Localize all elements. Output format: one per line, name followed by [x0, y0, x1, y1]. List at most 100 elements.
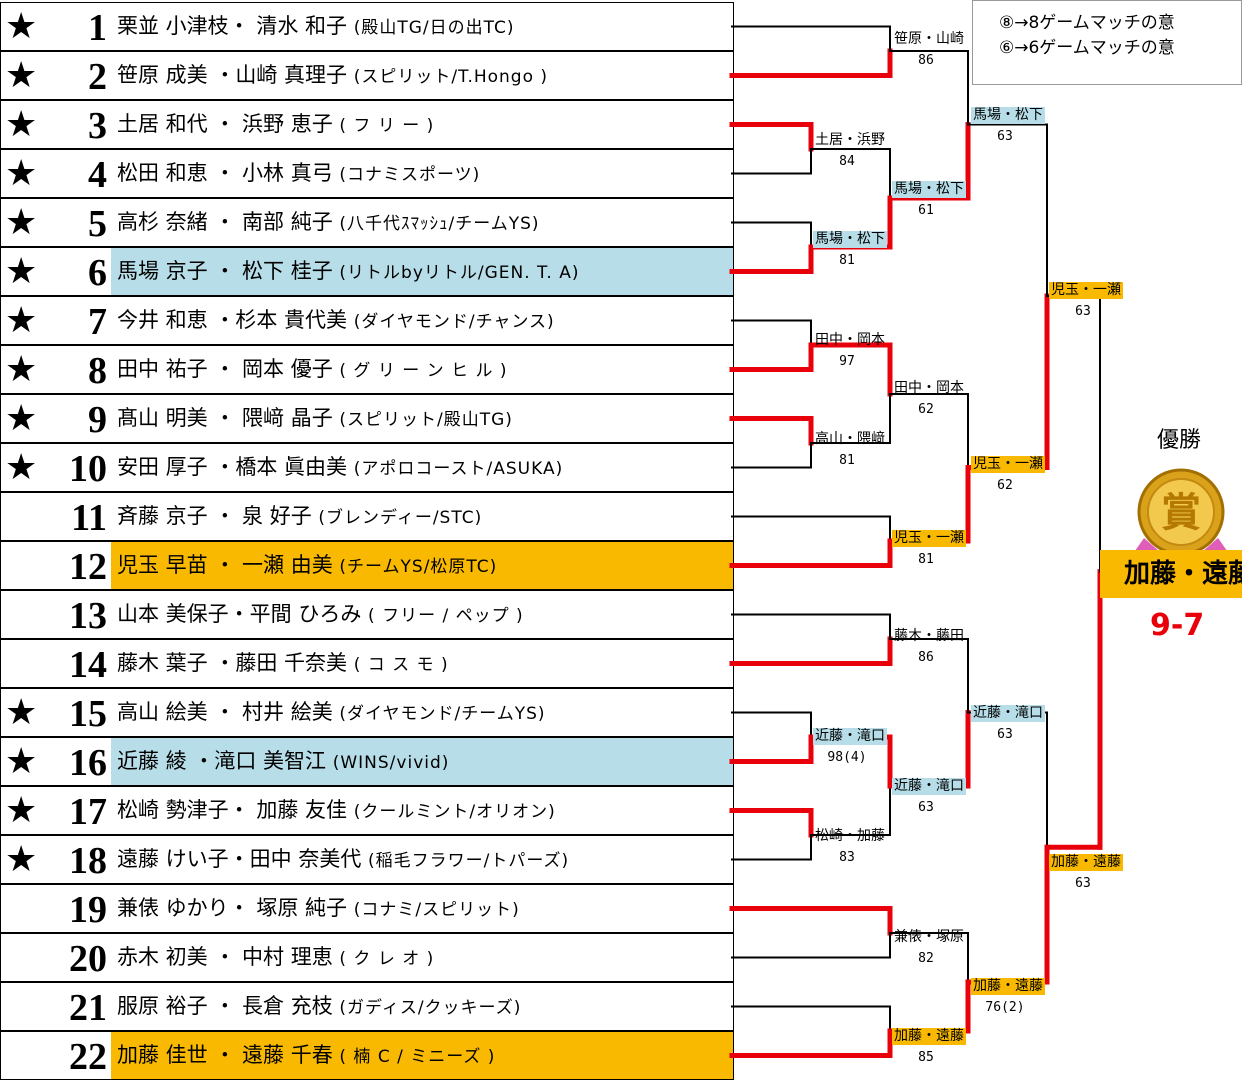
club-names: ( フ リ ー ) — [339, 116, 435, 136]
player-names: 馬場 京子 ・ 松下 桂子 — [117, 259, 333, 283]
entry-pair: 土居 和代 ・ 浜野 恵子 ( フ リ ー ) — [111, 101, 733, 148]
entry-number: 7 — [88, 301, 107, 343]
entry-pair: 高山 絵美 ・ 村井 絵美 (ダイヤモンド/チームYS) — [111, 689, 733, 736]
match-winner-label: 児玉・一瀬 — [971, 456, 1045, 473]
player-names: 松田 和恵 ・ 小林 真弓 — [117, 161, 333, 185]
entry-pair: 兼俵 ゆかり・ 塚原 純子 (コナミ/スピリット) — [111, 885, 733, 932]
seed-star-icon: ★ — [5, 202, 38, 243]
match-winner-label: 児玉・一瀬 — [892, 530, 966, 547]
match-score: 63 — [997, 129, 1013, 144]
champion-title: 優勝 — [1157, 428, 1202, 453]
match-winner-label: 藤木・藤田 — [894, 628, 964, 644]
match-score: 63 — [918, 800, 934, 815]
match-score: 61 — [918, 203, 934, 218]
seed-star-icon: ★ — [5, 349, 38, 390]
player-names: 松崎 勢津子・ 加藤 友佳 — [117, 798, 348, 822]
club-names: (アポロコースト/ASUKA) — [353, 459, 564, 479]
player-names: 安田 厚子 ・橋本 眞由美 — [117, 455, 348, 479]
match-score: 98(4) — [827, 750, 867, 765]
entry-pair: 高杉 奈緒 ・ 南部 純子 (八千代ｽﾏｯｼｭ/チームYS) — [111, 199, 733, 246]
entry-number: 22 — [69, 1036, 107, 1078]
club-names: (ダイヤモンド/チャンス) — [353, 312, 555, 332]
entry-number: 5 — [88, 203, 107, 245]
match-score: 97 — [839, 354, 855, 369]
match-score: 62 — [918, 402, 934, 417]
entry-number: 3 — [88, 105, 107, 147]
entry-pair: 栗並 小津枝・ 清水 和子 (殿山TG/日の出TC) — [111, 3, 733, 50]
entry-number: 9 — [88, 399, 107, 441]
seed-star-icon: ★ — [5, 839, 38, 880]
entry-number: 16 — [69, 742, 107, 784]
club-names: (スピリット/T.Hongo ) — [353, 67, 549, 87]
seed-star-icon: ★ — [5, 300, 38, 341]
entry-number: 10 — [69, 448, 107, 490]
seed-star-icon: ★ — [5, 692, 38, 733]
entry-number: 11 — [71, 497, 107, 539]
seed-star-icon: ★ — [5, 6, 38, 47]
player-names: 斉藤 京子 ・ 泉 好子 — [117, 504, 312, 528]
match-score: 83 — [839, 850, 855, 865]
champion-name: 加藤・遠藤 — [1100, 550, 1242, 598]
match-winner-label: 高山・隈﨑 — [815, 431, 885, 447]
entry-number: 15 — [69, 693, 107, 735]
match-score: 76(2) — [985, 1000, 1025, 1015]
player-names: 赤木 初美 ・ 中村 理恵 — [117, 945, 333, 969]
club-names: (スピリット/殿山TG) — [339, 410, 513, 430]
match-score: 86 — [918, 53, 934, 68]
match-score: 86 — [918, 650, 934, 665]
entry-pair: 服原 裕子 ・ 長倉 充枝 (ガディス/クッキーズ) — [111, 983, 733, 1030]
entry-pair: 安田 厚子 ・橋本 眞由美 (アポロコースト/ASUKA) — [111, 444, 733, 491]
entry-number: 12 — [69, 546, 107, 588]
player-names: 高山 絵美 ・ 村井 絵美 — [117, 700, 333, 724]
entry-pair: 笹原 成美 ・山崎 真理子 (スピリット/T.Hongo ) — [111, 52, 733, 99]
club-names: (リトルbyリトル/GEN. T. A) — [339, 263, 580, 283]
entry-pair: 髙山 明美 ・ 隈﨑 晶子 (スピリット/殿山TG) — [111, 395, 733, 442]
entry-row: ★ 7 今井 和恵 ・杉本 貴代美 (ダイヤモンド/チャンス) — [0, 296, 734, 345]
match-winner-label: 近藤・滝口 — [892, 778, 966, 795]
player-names: 加藤 佳世 ・ 遠藤 千春 — [117, 1043, 333, 1067]
entry-pair: 赤木 初美 ・ 中村 理恵 ( ク レ オ ) — [111, 934, 733, 981]
match-winner-label: 笹原・山崎 — [894, 31, 964, 47]
club-names: ( コ ス モ ) — [353, 655, 449, 675]
match-winner-label: 加藤・遠藤 — [971, 978, 1045, 995]
club-names: (ガディス/クッキーズ) — [339, 998, 522, 1018]
entry-number: 2 — [88, 56, 107, 98]
entry-pair: 山本 美保子・平間 ひろみ ( フリー / ペップ ) — [111, 591, 733, 638]
entry-pair: 松崎 勢津子・ 加藤 友佳 (クールミント/オリオン) — [111, 787, 733, 834]
match-score: 63 — [1075, 876, 1091, 891]
match-score: 63 — [997, 727, 1013, 742]
club-names: (ダイヤモンド/チームYS) — [339, 704, 546, 724]
seed-star-icon: ★ — [5, 251, 38, 292]
player-names: 今井 和恵 ・杉本 貴代美 — [117, 308, 348, 332]
entry-number: 14 — [69, 644, 107, 686]
club-names: ( ク レ オ ) — [339, 949, 435, 969]
entry-pair: 田中 祐子 ・ 岡本 優子 ( グ リ ー ン ヒ ル ) — [111, 346, 733, 393]
entry-row: 14 藤木 葉子 ・藤田 千奈美 ( コ ス モ ) — [0, 639, 734, 688]
match-winner-label: 馬場・松下 — [892, 181, 966, 198]
match-winner-label: 近藤・滝口 — [813, 728, 887, 745]
entry-number: 20 — [69, 938, 107, 980]
entry-pair: 馬場 京子 ・ 松下 桂子 (リトルbyリトル/GEN. T. A) — [111, 248, 733, 295]
club-names: (稲毛フラワー/トパーズ) — [368, 851, 570, 871]
player-names: 藤木 葉子 ・藤田 千奈美 — [117, 651, 348, 675]
entry-pair: 松田 和恵 ・ 小林 真弓 (コナミスポーツ) — [111, 150, 733, 197]
club-names: ( 楠 C / ミニーズ ) — [339, 1047, 496, 1067]
match-score: 82 — [918, 951, 934, 966]
legend-line-6game: ⑥→6ゲームマッチの意 — [999, 38, 1175, 58]
entry-number: 8 — [88, 350, 107, 392]
match-winner-label: 土居・浜野 — [815, 132, 885, 148]
medal-text: 賞 — [1161, 490, 1201, 536]
match-winner-label: 加藤・遠藤 — [892, 1028, 966, 1045]
seed-star-icon: ★ — [5, 153, 38, 194]
match-score: 63 — [1075, 304, 1091, 319]
match-winner-label: 田中・岡本 — [894, 380, 964, 396]
entry-pair: 児玉 早苗 ・ 一瀬 由美 (チームYS/松原TC) — [111, 542, 733, 589]
